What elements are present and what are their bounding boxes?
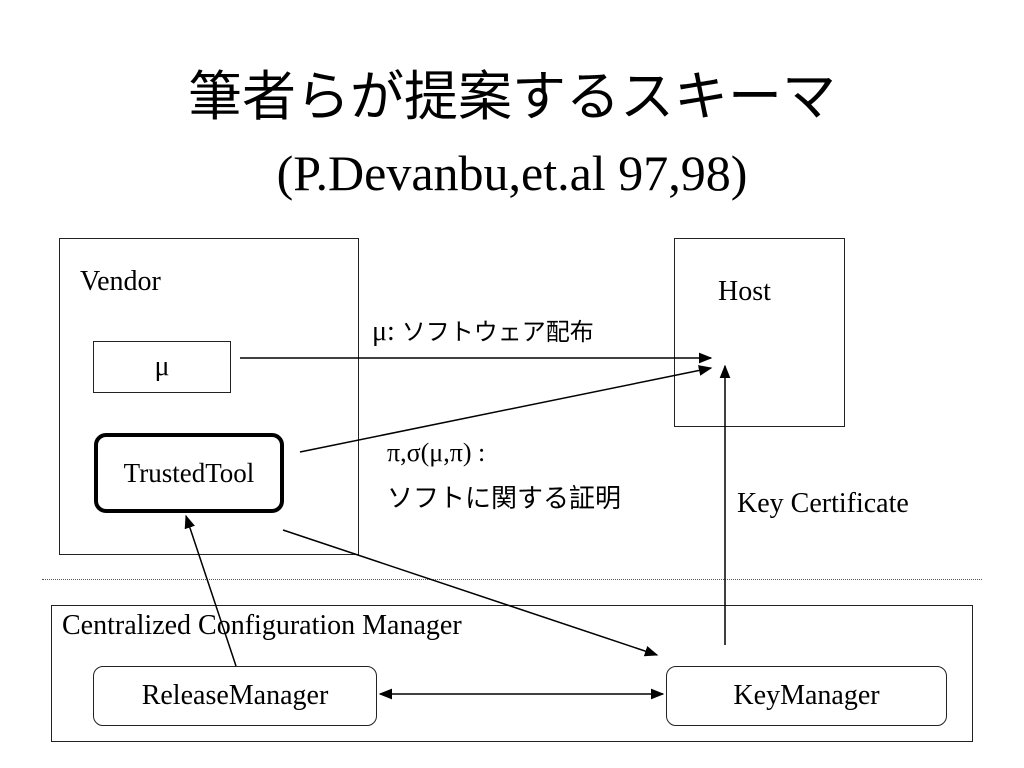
- slide-title: 筆者らが提案するスキーマ: [188, 65, 836, 128]
- release-manager-label: ReleaseManager: [141, 680, 329, 711]
- key-manager-label: KeyManager: [733, 680, 880, 711]
- proof-arrow: [299, 365, 713, 453]
- host-box: [674, 238, 845, 427]
- slide-subtitle: (P.Devanbu,et.al 97,98): [276, 145, 748, 201]
- mu-box: μ: [93, 341, 231, 393]
- software-distribution-text: ソフトウェア配布: [401, 318, 594, 346]
- host-label: Host: [718, 276, 771, 307]
- release-manager-box: ReleaseManager: [93, 666, 377, 726]
- mu-prefix: μ:: [372, 316, 395, 347]
- software-distribution-label: μ: ソフトウェア配布: [372, 312, 594, 348]
- ccm-label: Centralized Configuration Manager: [62, 610, 462, 641]
- proof-text-label: ソフトに関する証明: [387, 484, 622, 514]
- key-manager-box: KeyManager: [666, 666, 947, 726]
- key-certificate-label: Key Certificate: [737, 488, 909, 519]
- trusted-tool-box: TrustedTool: [94, 433, 284, 513]
- proof-symbols-label: π,σ(μ,π) :: [387, 438, 486, 467]
- vendor-label: Vendor: [80, 266, 161, 297]
- mu-box-label: μ: [154, 351, 170, 382]
- separator-line: [42, 579, 982, 580]
- trusted-tool-label: TrustedTool: [123, 457, 255, 488]
